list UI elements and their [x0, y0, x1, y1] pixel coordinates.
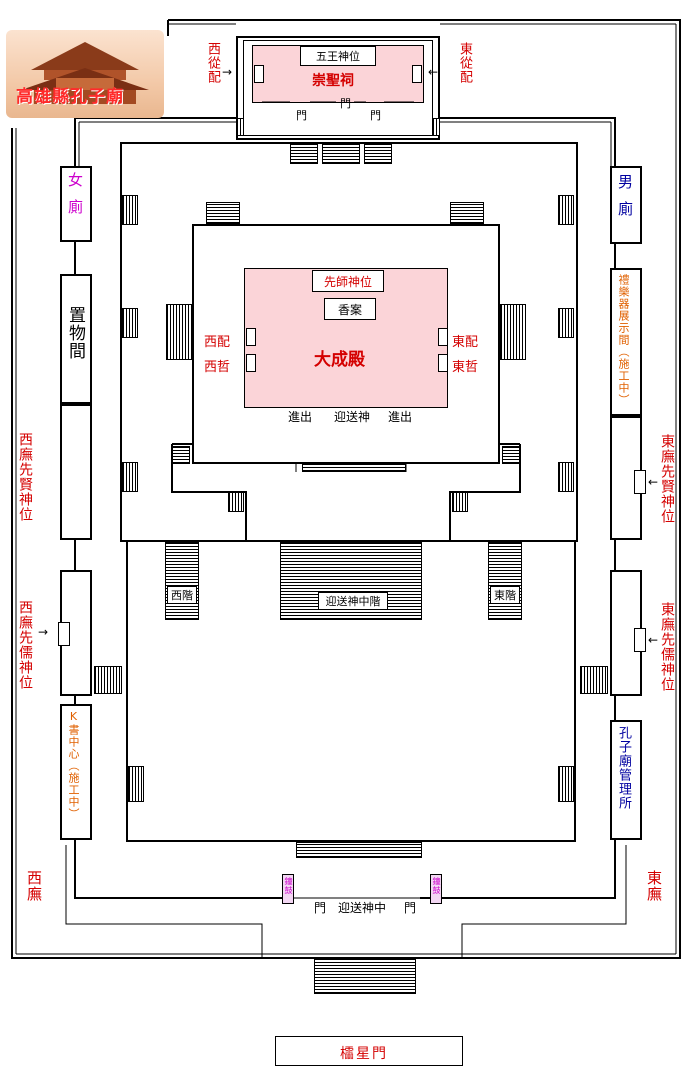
hall-center-door: 迎送神 [334, 410, 371, 424]
center-steps-label: 迎送神中階 [318, 592, 388, 610]
left-drum-label: 鐘鼓 [284, 877, 293, 895]
women-restroom-label: 女廁 [66, 172, 84, 226]
terrace-east-side-steps-1 [558, 195, 574, 225]
hall-east-zhe-tab [438, 354, 448, 372]
west-wing-label: 西廡 [25, 870, 43, 902]
hall-south-steps [302, 464, 406, 472]
terrace-west-side-steps-3 [122, 462, 138, 492]
hall-east-steps [500, 304, 526, 360]
incense-altar: 香案 [324, 298, 376, 320]
terrace-west-side-steps-2 [122, 308, 138, 338]
west-steps [165, 542, 199, 620]
south-gate-left-door: 門 [314, 901, 327, 915]
hall-sw-side-steps [228, 492, 244, 512]
management-office[interactable] [610, 720, 642, 840]
west-sages-label: 西廡先賢神位 [17, 432, 33, 522]
courtyard-east-side-steps-1 [580, 666, 608, 694]
lingxing-gate-label: 櫺星門 [340, 1046, 388, 1062]
k-book-center-label: K書中心（施工中） [67, 710, 80, 820]
right-drum-label: 鐘鼓 [432, 877, 441, 895]
hall-west-zhe-tab [246, 354, 256, 372]
west-scholars-arrow-icon: → [38, 625, 49, 639]
east-wing-label: 東廡 [645, 870, 663, 902]
terrace-west-top-steps [206, 202, 240, 224]
south-gate-center: 迎送神中 [338, 901, 387, 915]
shrine-west-steps [236, 118, 244, 136]
east-scholars-label: 東廡先儒神位 [659, 602, 675, 692]
east-steps-label: 東階 [490, 586, 520, 604]
hall-se-small-steps [502, 446, 520, 464]
logo-text: 高雄縣孔子廟 [16, 87, 124, 107]
storage-room-label: 置物間 [65, 306, 85, 360]
courtyard-east-side-steps-2 [558, 766, 574, 802]
west-follow-label: 西從配 [205, 42, 220, 84]
hall-exit-right: 進出 [388, 410, 413, 424]
k-book-center[interactable] [60, 704, 92, 840]
instrument-exhibition-label: 禮樂器展示間（施工中） [617, 274, 630, 406]
east-pei-label: 東配 [452, 335, 479, 350]
men-restroom[interactable] [610, 166, 642, 244]
courtyard-west-side-steps-2 [128, 766, 144, 802]
west-scholars-tablet-tab [58, 622, 70, 646]
hall-west-steps [166, 304, 192, 360]
south-gate-steps [314, 958, 416, 994]
courtyard-west-side-steps-1 [94, 666, 122, 694]
temple-roof-icon [21, 42, 149, 104]
west-sages-room[interactable] [60, 404, 92, 540]
east-sages-tablet-tab [634, 470, 646, 494]
chongsheng-shrine-title: 崇聖祠 [312, 73, 354, 89]
east-sages-label: 東廡先賢神位 [659, 434, 675, 524]
shrine-door-right: 門 [370, 109, 381, 122]
terrace-east-side-steps-3 [558, 462, 574, 492]
hall-se-side-steps [452, 492, 468, 512]
west-zhe-label: 西哲 [204, 360, 231, 375]
hall-exit-left: 進出 [288, 410, 313, 424]
east-scholars-arrow-icon: ← [648, 633, 659, 647]
south-gate-right-door: 門 [404, 901, 417, 915]
management-office-label: 孔子廟管理所 [616, 726, 631, 810]
east-scholars-tablet-tab [634, 628, 646, 652]
terrace-east-side-steps-2 [558, 308, 574, 338]
west-steps-label: 西階 [167, 586, 197, 604]
women-restroom[interactable] [60, 166, 92, 242]
hall-sw-small-steps [172, 446, 190, 464]
storage-room[interactable] [60, 274, 92, 404]
shrine-door-mid: 門 [340, 97, 351, 110]
temple-logo: 高雄縣孔子廟 [6, 30, 164, 118]
instrument-exhibition-room[interactable] [610, 268, 642, 416]
east-follow-label: 東從配 [457, 42, 472, 84]
east-zhe-label: 東哲 [452, 360, 479, 375]
shrine-east-steps [432, 118, 440, 136]
five-kings-tablet: 五王神位 [300, 46, 376, 66]
shrine-west-tab [254, 65, 264, 83]
terrace-west-side-steps-1 [122, 195, 138, 225]
east-steps [488, 542, 522, 620]
men-restroom-label: 男廁 [616, 174, 634, 228]
shrine-east-tab [412, 65, 422, 83]
west-pei-label: 西配 [204, 335, 231, 350]
left-drum[interactable] [282, 874, 294, 904]
right-drum[interactable] [430, 874, 442, 904]
west-scholars-label: 西廡先儒神位 [17, 600, 33, 690]
dacheng-hall-title: 大成殿 [314, 350, 365, 370]
west-follow-arrow-icon: → [222, 65, 233, 79]
confucius-tablet: 先師神位 [312, 270, 384, 292]
terrace-east-top-steps [450, 202, 484, 224]
hall-east-pei-tab [438, 328, 448, 346]
east-follow-arrow-icon: ← [428, 65, 439, 79]
shrine-door-left: 門 [296, 109, 307, 122]
hall-west-pei-tab [246, 328, 256, 346]
east-sages-arrow-icon: ← [648, 475, 659, 489]
courtyard [126, 540, 576, 842]
courtyard-south-steps [296, 842, 422, 858]
